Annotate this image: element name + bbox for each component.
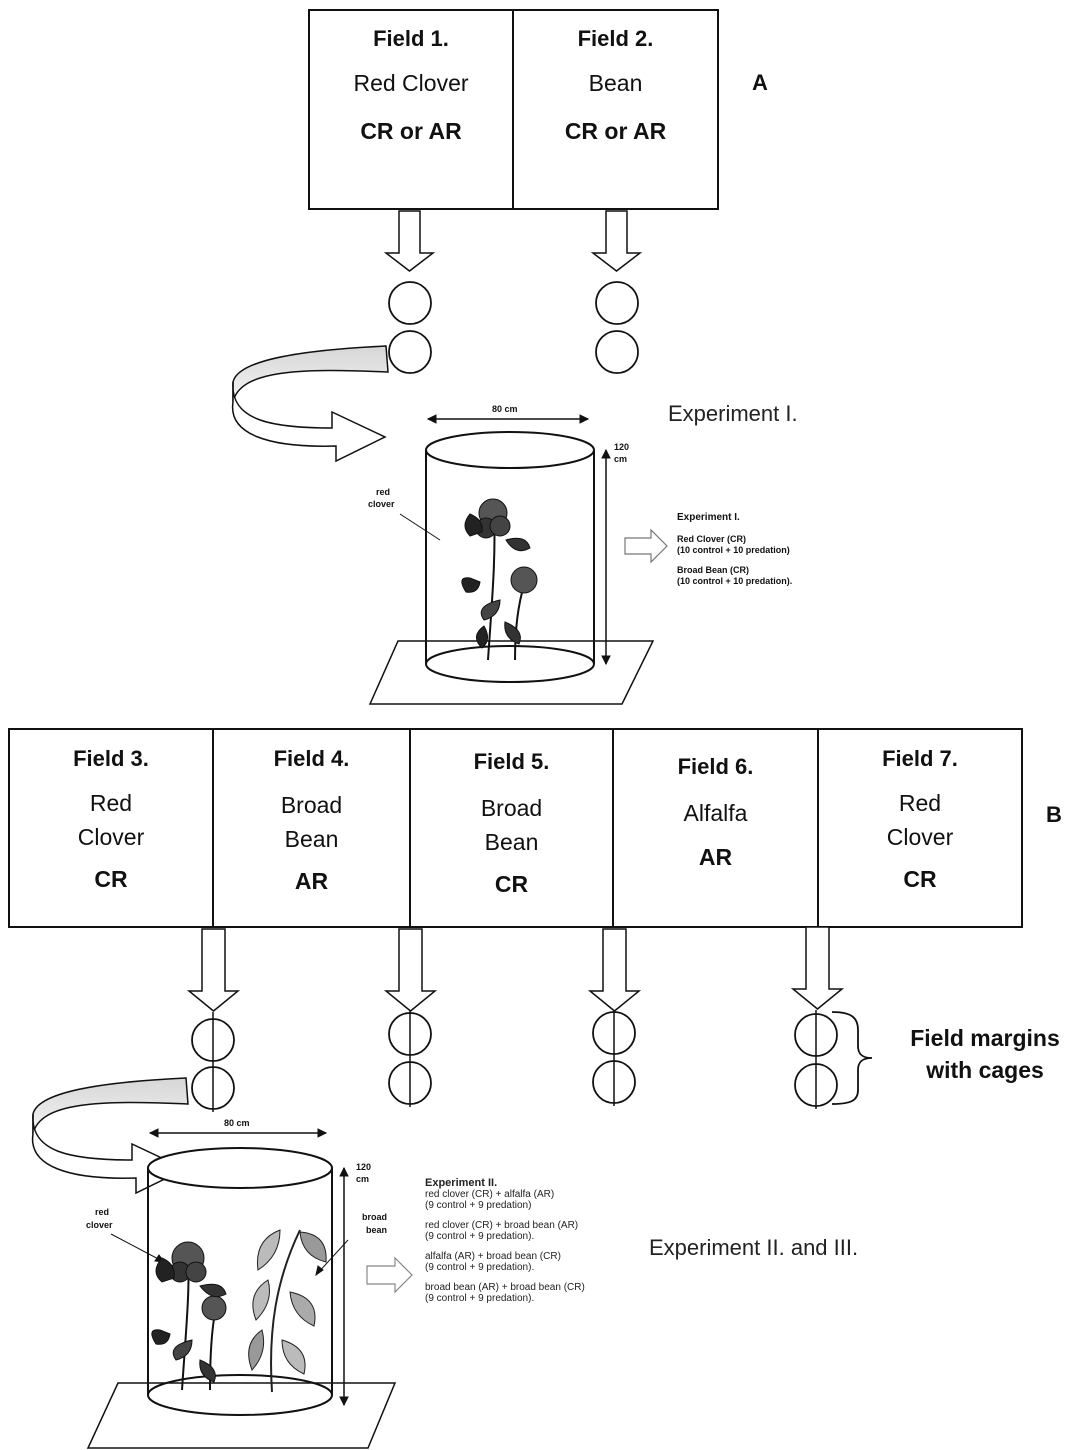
panel-b-curved-arrow (31, 1077, 189, 1195)
panel-b-letter: B (1046, 802, 1062, 827)
field-1-cell: Field 1. Red Clover CR or AR (309, 26, 513, 145)
margins-line: Field margins (910, 1025, 1060, 1051)
cage-height-label: 120 (356, 1162, 372, 1172)
field-title: Field 5. (473, 749, 550, 774)
notes-line: (9 control + 9 predation). (425, 1231, 535, 1242)
notes-title: Experiment I. (677, 512, 740, 523)
cage-height-unit: cm (614, 454, 628, 464)
field-crop: Red Clover (353, 70, 469, 96)
field-crop: Broad (280, 792, 343, 818)
notes-line: broad bean (AR) + broad bean (CR) (425, 1282, 585, 1293)
field-7-cell: Field 7. Red Clover CR (818, 746, 1022, 893)
plant-label: clover (368, 499, 395, 509)
panel-b-cage (86, 1128, 397, 1449)
panel-b-notes-arrow (366, 1256, 413, 1294)
field-crop: Alfalfa (683, 800, 748, 826)
plant-label: red (376, 487, 391, 497)
margins-line: with cages (926, 1057, 1044, 1083)
notes-line: red clover (CR) + broad bean (AR) (425, 1220, 579, 1231)
field-2-cell: Field 2. Bean CR or AR (513, 26, 718, 145)
field-crop: Bean (484, 829, 539, 855)
field-resistance-type: CR (903, 866, 937, 892)
panel-a-cage-circles (388, 281, 639, 374)
field-margins-brace (831, 1011, 873, 1105)
plant-label: bean (366, 1225, 388, 1235)
cage-height-unit: cm (356, 1174, 370, 1184)
field-crop: Bean (284, 826, 339, 852)
notes-line: (10 control + 10 predation). (677, 576, 793, 586)
panel-a-field-grid (308, 9, 719, 210)
field-resistance-type: CR (494, 871, 529, 897)
field-4-cell: Field 4. Broad Bean AR (213, 746, 410, 895)
field-resistance-type: AR (698, 844, 733, 870)
field-crop: Clover (886, 824, 954, 850)
field-title: Field 7. (882, 746, 958, 771)
field-resistance-type: CR or AR (360, 118, 462, 144)
field-crop: Broad (480, 795, 543, 821)
panel-a-curved-arrow (231, 345, 389, 463)
field-title: Field 6. (677, 754, 754, 779)
notes-line: alfalfa (AR) + broad bean (CR) (425, 1251, 561, 1262)
notes-line: red clover (CR) + alfalfa (AR) (425, 1189, 555, 1200)
field-crop: Red (89, 790, 133, 816)
notes-line: Red Clover (CR) (677, 534, 747, 544)
cage-width-label: 80 cm (492, 404, 518, 414)
field-title: Field 1. (373, 26, 449, 51)
panel-a-letter: A (752, 70, 768, 95)
field-3-cell: Field 3. Red Clover CR (9, 746, 213, 893)
experiment-i-label: Experiment I. (668, 401, 798, 426)
field-crop: Bean (588, 70, 643, 96)
red-clover-plant-drawing (151, 1241, 227, 1391)
field-resistance-type: AR (294, 868, 329, 894)
cage-height-label: 120 (614, 442, 630, 452)
field-resistance-type: CR (94, 866, 128, 892)
field-title: Field 3. (73, 746, 149, 771)
experiment-ii-notes: Experiment II. red clover (CR) + alfalfa… (425, 1177, 585, 1305)
notes-title: Experiment II. (425, 1177, 498, 1189)
panel-b-cage-circles (191, 1011, 838, 1110)
panel-a-notes-arrow (624, 528, 668, 564)
field-title: Field 2. (577, 26, 654, 51)
plant-label: broad (362, 1212, 388, 1222)
notes-line: Broad Bean (CR) (677, 565, 750, 575)
field-crop: Red (898, 790, 942, 816)
field-5-cell: Field 5. Broad Bean CR (410, 749, 613, 898)
cage-width-label: 80 cm (224, 1118, 250, 1128)
broad-bean-plant-drawing (248, 1229, 327, 1393)
notes-line: (9 control + 9 predation). (425, 1293, 535, 1304)
plant-label: clover (86, 1220, 113, 1230)
field-title: Field 4. (273, 746, 350, 771)
plant-label: red (95, 1207, 110, 1217)
field-crop: Clover (77, 824, 145, 850)
notes-line: (10 control + 10 predation) (677, 545, 790, 555)
red-clover-plant-drawing (461, 498, 538, 661)
panel-b-field-grid (8, 728, 1023, 928)
panel-b-down-arrow (186, 926, 845, 1012)
experiment-i-notes: Experiment I. Red Clover (CR) (10 contro… (677, 512, 792, 587)
panel-a-down-arrow (383, 210, 643, 272)
panel-b-circle-center-lines (212, 1010, 817, 1112)
notes-line: (9 control + 9 predation) (425, 1200, 532, 1211)
experiment-ii-iii-label: Experiment II. and III. (649, 1235, 859, 1260)
field-margins-label: Field margins with cages (896, 1022, 1074, 1086)
field-6-cell: Field 6. Alfalfa AR (613, 754, 818, 871)
panel-a-cage (368, 414, 655, 705)
notes-line: (9 control + 9 predation). (425, 1262, 535, 1273)
field-resistance-type: CR or AR (564, 118, 667, 144)
